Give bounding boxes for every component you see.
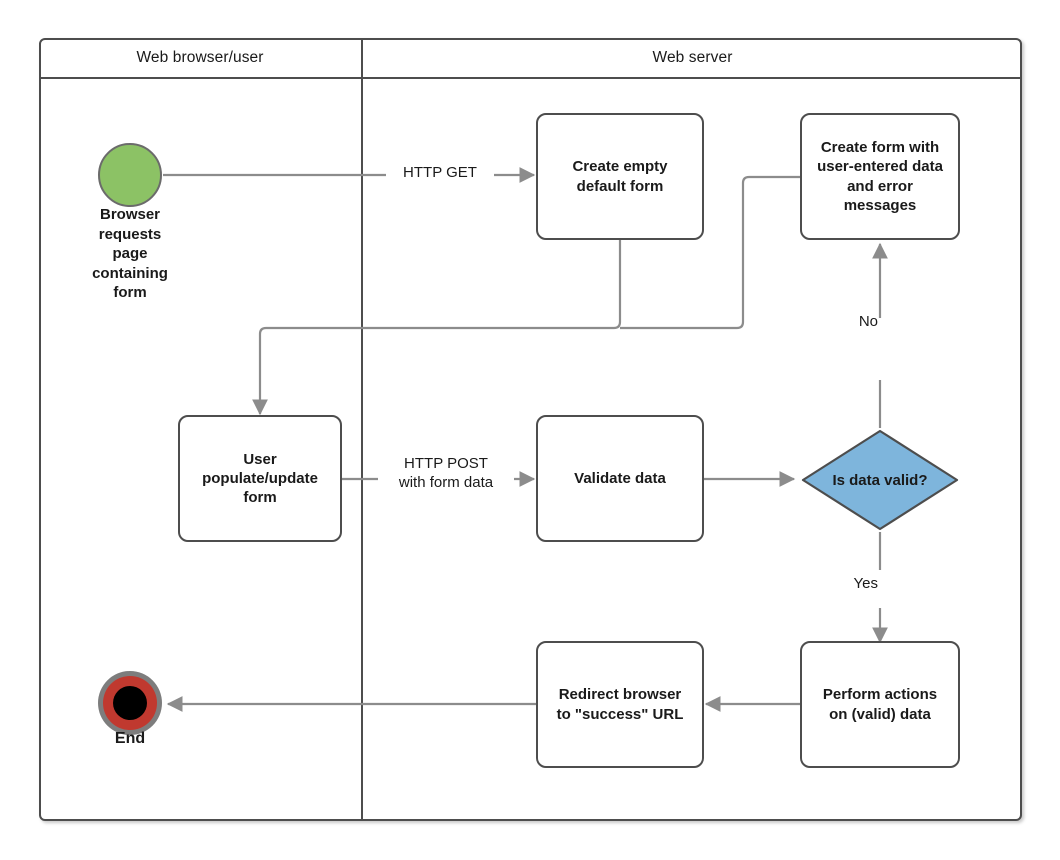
- edge-bus-to-user-populate: [252, 326, 268, 416]
- lane-title-browser: Web browser/user: [136, 49, 264, 66]
- user-populate-line2: populate/update: [202, 469, 318, 487]
- create-empty-line2: default form: [576, 177, 664, 195]
- start-node[interactable]: [98, 143, 162, 207]
- edge-label-no: No: [840, 313, 878, 332]
- lane-header-divider: [39, 77, 1022, 79]
- create-errors-line4: messages: [843, 196, 917, 214]
- node-validate-data[interactable]: Validate data: [536, 415, 704, 542]
- redirect-line2: to "success" URL: [556, 705, 684, 723]
- end-node-label: End: [114, 730, 146, 747]
- start-node-label: Browser requests page containing form: [60, 205, 200, 303]
- lane-title-server: Web server: [652, 49, 733, 66]
- node-is-data-valid[interactable]: Is data valid?: [800, 428, 960, 532]
- node-create-empty-default-form[interactable]: Create empty default form: [536, 113, 704, 240]
- decision-label: Is data valid?: [832, 471, 928, 489]
- start-label-line3: page: [112, 245, 148, 262]
- edge-label-http-post: HTTP POST with form data: [378, 455, 514, 493]
- validate-data-label: Validate data: [574, 469, 666, 487]
- create-errors-line1: Create form with: [820, 139, 940, 157]
- create-errors-line3: and error: [847, 177, 913, 195]
- node-user-populate-update-form[interactable]: User populate/update form: [178, 415, 342, 542]
- node-redirect-browser[interactable]: Redirect browser to "success" URL: [536, 641, 704, 768]
- perform-actions-line1: Perform actions: [822, 686, 938, 704]
- start-label-line5: form: [113, 284, 147, 301]
- start-label-line4: containing: [92, 264, 168, 282]
- node-perform-actions[interactable]: Perform actions on (valid) data: [800, 641, 960, 768]
- http-post-line2: with form data: [398, 473, 494, 491]
- http-post-line1: HTTP POST: [404, 455, 488, 472]
- edge-label-yes: Yes: [840, 575, 878, 594]
- end-node-ring: [103, 676, 157, 730]
- perform-actions-line2: on (valid) data: [829, 705, 931, 723]
- redirect-line1: Redirect browser: [558, 686, 682, 704]
- create-empty-line1: Create empty: [572, 158, 668, 176]
- edge-create-empty-to-bus: [266, 240, 622, 330]
- start-label-line2: requests: [98, 225, 162, 243]
- edge-label-http-get: HTTP GET: [386, 164, 494, 183]
- user-populate-line1: User: [243, 450, 277, 468]
- node-create-form-with-errors[interactable]: Create form with user-entered data and e…: [800, 113, 960, 240]
- edge-create-errors-to-bus: [620, 175, 800, 330]
- start-label-line1: Browser: [99, 206, 161, 223]
- end-node[interactable]: [98, 671, 162, 735]
- user-populate-line3: form: [243, 489, 277, 507]
- lane-vertical-divider: [361, 38, 363, 821]
- decision-diamond-shape: [801, 429, 959, 531]
- end-node-core: [113, 686, 147, 720]
- create-errors-line2: user-entered data: [817, 158, 943, 176]
